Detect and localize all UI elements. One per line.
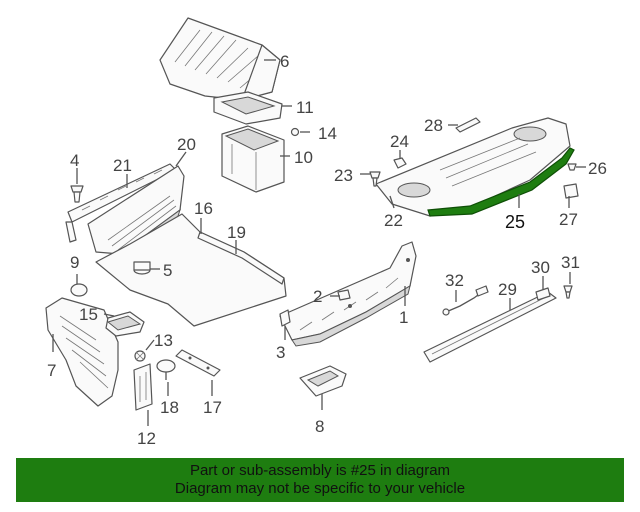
part-11-storage-tray[interactable] — [213, 91, 283, 125]
part-5-fastener[interactable] — [133, 261, 151, 275]
callout-6: 6 — [280, 52, 289, 71]
part-15-pad[interactable] — [105, 311, 145, 337]
part-7-side-trim-panel[interactable] — [45, 297, 119, 407]
callout-31: 31 — [561, 253, 580, 272]
callout-2: 2 — [313, 287, 322, 306]
part-13-clip[interactable] — [134, 350, 146, 362]
part-16-trunk-floor-mat[interactable] — [95, 213, 287, 327]
callout-27: 27 — [559, 210, 578, 229]
callout-21: 21 — [113, 156, 132, 175]
callout-1: 1 — [399, 308, 408, 327]
callout-22: 22 — [384, 211, 403, 230]
callout-12: 12 — [137, 429, 156, 448]
leader-lines — [52, 59, 586, 426]
callout-26: 26 — [588, 159, 607, 178]
callout-labels: 1 2 3 4 5 6 7 8 9 10 11 12 13 14 15 16 1… — [47, 52, 607, 448]
part-3-clip[interactable] — [279, 309, 291, 327]
part-31-screw[interactable] — [563, 285, 573, 299]
callout-13: 13 — [154, 331, 173, 350]
callout-10: 10 — [294, 148, 313, 167]
part-6-trunk-side-trim[interactable] — [159, 17, 281, 101]
callout-24: 24 — [390, 132, 409, 151]
callout-8: 8 — [315, 417, 324, 436]
part-30-end-cap[interactable] — [535, 287, 551, 301]
part-17-strip[interactable] — [175, 349, 221, 377]
callout-3: 3 — [276, 343, 285, 362]
part-32-cable[interactable] — [442, 285, 489, 316]
callout-28: 28 — [424, 116, 443, 135]
callout-30: 30 — [531, 258, 550, 277]
part-28-trim-strip[interactable] — [455, 117, 481, 133]
callout-18: 18 — [160, 398, 179, 417]
part-26-screw[interactable] — [567, 163, 577, 171]
part-12-bracket[interactable] — [133, 363, 153, 411]
callout-9: 9 — [70, 253, 79, 272]
callout-29: 29 — [498, 280, 517, 299]
callout-7: 7 — [47, 361, 56, 380]
callout-23: 23 — [334, 166, 353, 185]
parts-diagram: 1 2 3 4 5 6 7 8 9 10 11 12 13 14 15 16 1… — [45, 17, 607, 448]
info-banner: Part or sub-assembly is #25 in diagram D… — [16, 458, 624, 502]
callout-14: 14 — [318, 124, 337, 143]
part-25-shelf-trim-highlighted[interactable] — [427, 147, 575, 217]
banner-line-part-info: Part or sub-assembly is #25 in diagram — [189, 462, 451, 479]
callout-32: 32 — [445, 271, 464, 290]
part-24-nut[interactable] — [393, 157, 407, 169]
part-22-package-tray[interactable] — [375, 117, 571, 217]
callout-11: 11 — [296, 98, 314, 117]
part-10-storage-box[interactable] — [221, 125, 285, 193]
callout-5: 5 — [163, 261, 172, 280]
banner-line-disclaimer: Diagram may not be specific to your vehi… — [174, 480, 466, 497]
part-21-trim-strip[interactable] — [65, 163, 177, 243]
callout-17: 17 — [203, 398, 222, 417]
callout-25: 25 — [505, 212, 525, 232]
callout-16: 16 — [194, 199, 213, 218]
callout-20: 20 — [177, 135, 196, 154]
part-18-grommet[interactable] — [156, 359, 176, 380]
callout-4: 4 — [70, 151, 79, 170]
part-8-bracket[interactable] — [299, 365, 347, 397]
part-14-clip[interactable] — [290, 127, 300, 137]
part-27-clip[interactable] — [563, 183, 579, 199]
part-4-fastener[interactable] — [70, 185, 84, 203]
part-2-fastener[interactable] — [337, 289, 351, 301]
callout-15: 15 — [79, 305, 98, 324]
part-23-screw[interactable] — [369, 171, 381, 187]
part-29-sill-strip[interactable] — [423, 291, 557, 363]
part-9-cap[interactable] — [70, 283, 88, 297]
callout-19: 19 — [227, 223, 246, 242]
